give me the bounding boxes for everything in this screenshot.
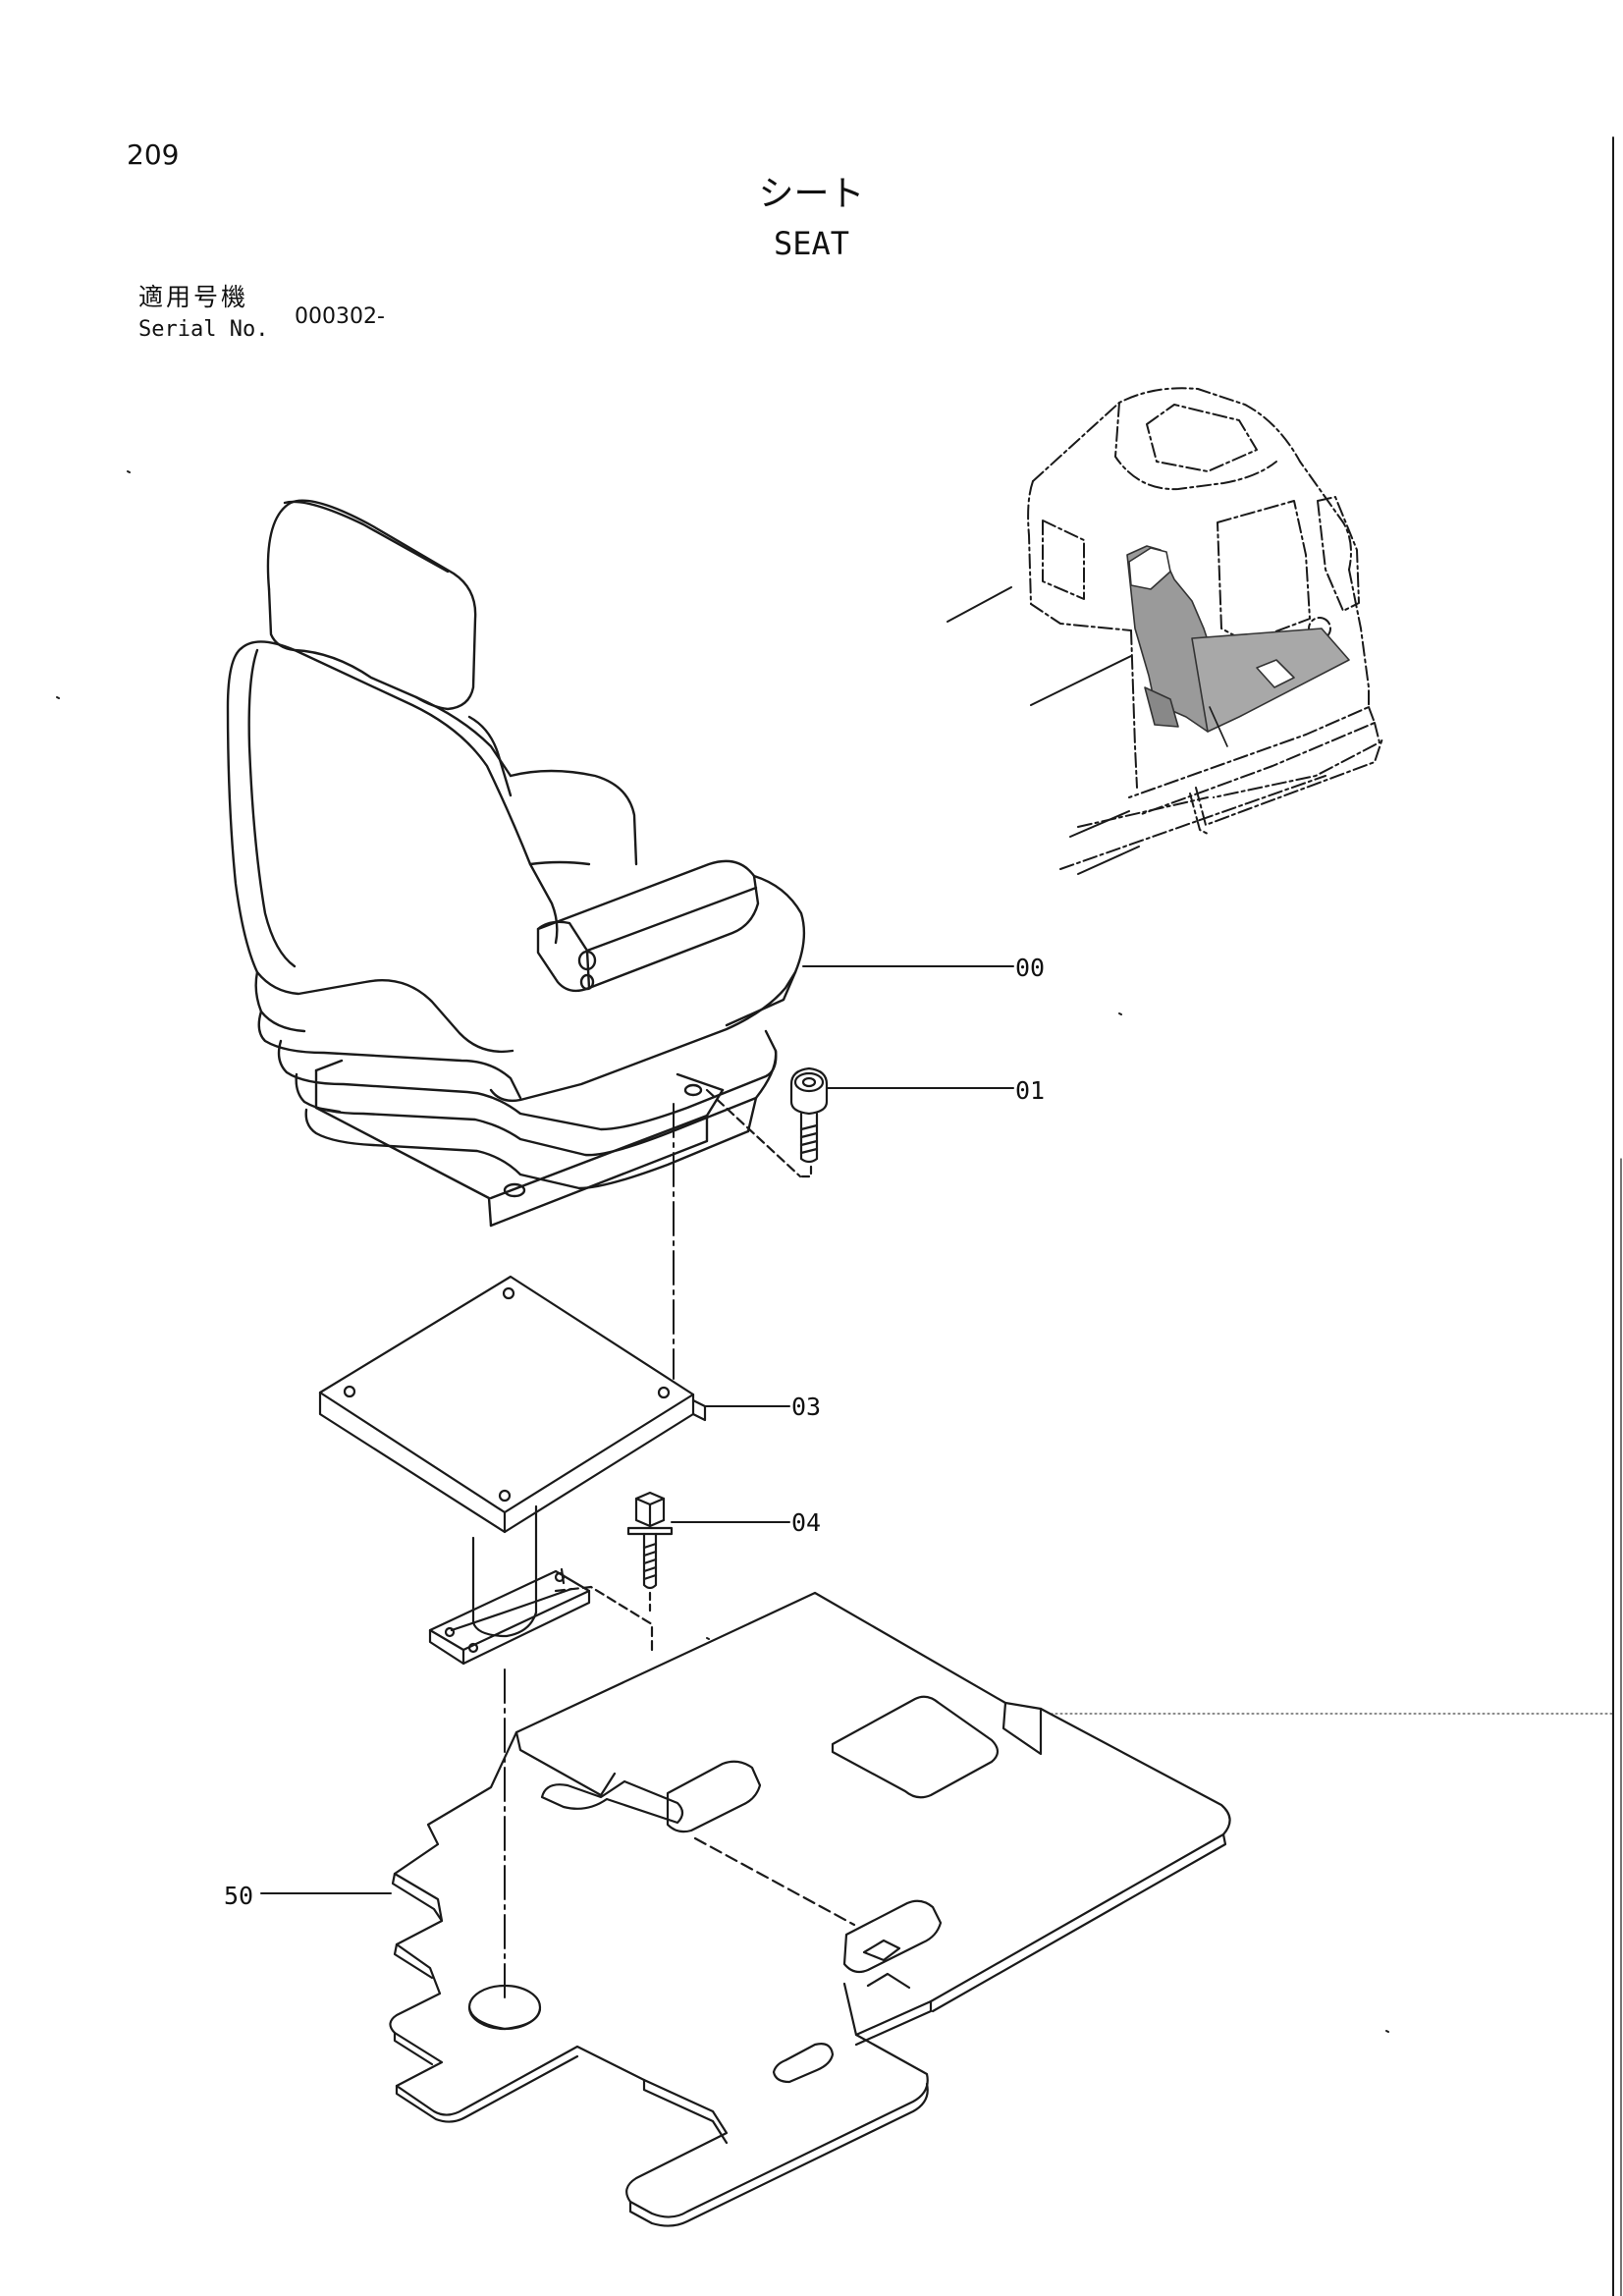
callout-label-00: 00 — [1015, 954, 1046, 982]
title-english: SEAT — [773, 225, 850, 262]
serial-label-english: Serial No. — [138, 317, 269, 342]
seat-assembly-part-00 — [226, 499, 806, 1228]
callout-label-50: 50 — [224, 1882, 254, 1910]
callout-label-01: 01 — [1015, 1076, 1046, 1105]
seat-stand-part-03 — [318, 1275, 707, 1666]
scan-specks — [56, 470, 1389, 2033]
cab-location-view — [947, 387, 1383, 875]
page-border — [1050, 137, 1622, 2296]
floor-mat-part-50 — [389, 1591, 1231, 2227]
serial-number-value: 000302- — [295, 304, 385, 329]
bolt-part-01 — [705, 1066, 829, 1178]
title-japanese: シート — [758, 174, 865, 214]
bolt-part-04 — [626, 1491, 674, 1613]
serial-label-japanese: 適用号機 — [138, 283, 249, 311]
page-number: 209 — [127, 138, 180, 171]
callout-label-04: 04 — [791, 1508, 822, 1537]
callout-label-03: 03 — [791, 1393, 822, 1421]
